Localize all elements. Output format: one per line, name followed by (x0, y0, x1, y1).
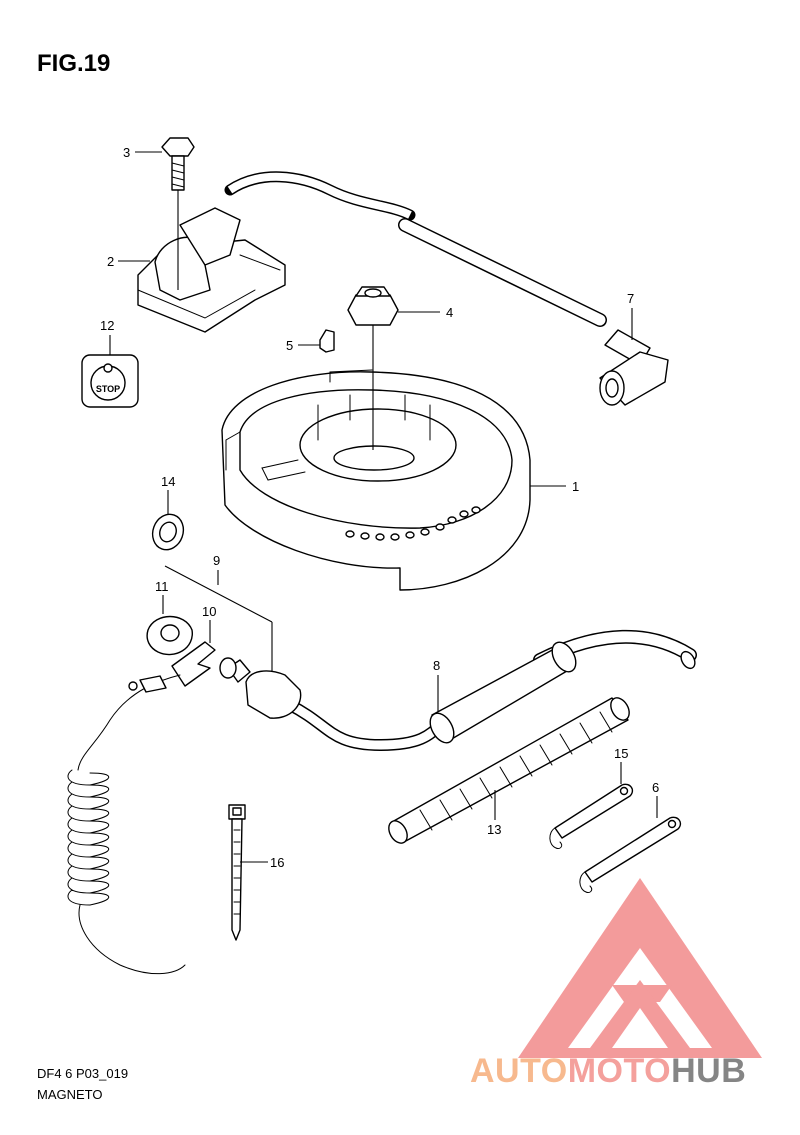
clamp-part-15 (549, 783, 634, 849)
flywheel-part-1 (221, 369, 531, 591)
callout-11: 11 (155, 579, 169, 594)
watermark-moto: MOTO (567, 1052, 672, 1090)
clip-part-10 (171, 641, 216, 687)
callout-12: 12 (100, 318, 114, 333)
watermark-auto: AUTO (470, 1052, 568, 1090)
callout-6: 6 (652, 780, 659, 795)
watermark-hub: HUB (671, 1052, 747, 1090)
cable-tie-part-16 (228, 804, 246, 941)
flywheel-holes (345, 506, 481, 541)
stop-switch-part-12: STOP (81, 354, 139, 408)
figure-code: DF4 6 P03_019 (37, 1066, 129, 1081)
bolt-part-3 (161, 137, 195, 191)
sleeve-part-8 (429, 629, 697, 744)
leader-9-slant (164, 565, 273, 623)
callout-10: 10 (202, 604, 216, 619)
clamp-part-6 (579, 816, 682, 893)
watermark-logo (518, 878, 762, 1058)
grommet-part-11 (146, 615, 193, 656)
callout-16: 16 (270, 855, 284, 870)
callout-1: 1 (572, 479, 579, 494)
callout-bracket-9 (164, 565, 273, 675)
watermark-wordmark: AUTOMOTOHUB (470, 1052, 746, 1091)
callout-2: 2 (107, 254, 114, 269)
callout-4: 4 (446, 305, 453, 320)
stop-cord-assembly (67, 657, 446, 975)
callout-14: 14 (161, 474, 175, 489)
callout-5: 5 (286, 338, 293, 353)
callout-9: 9 (213, 553, 220, 568)
callout-13: 13 (487, 822, 501, 837)
section-name: MAGNETO (37, 1087, 103, 1102)
key-part-5 (319, 329, 335, 353)
ignition-coil-part-2 (137, 171, 607, 333)
washer-part-14 (151, 513, 185, 551)
callout-7: 7 (627, 291, 634, 306)
stop-switch-label: STOP (96, 384, 120, 394)
callout-15: 15 (614, 746, 628, 761)
plug-cap-part-7 (599, 329, 669, 406)
corrugated-tube-part-13 (388, 697, 630, 844)
callout-3: 3 (123, 145, 130, 160)
figure-title: FIG.19 (37, 50, 111, 77)
callout-8: 8 (433, 658, 440, 673)
nut-part-4 (347, 286, 399, 326)
